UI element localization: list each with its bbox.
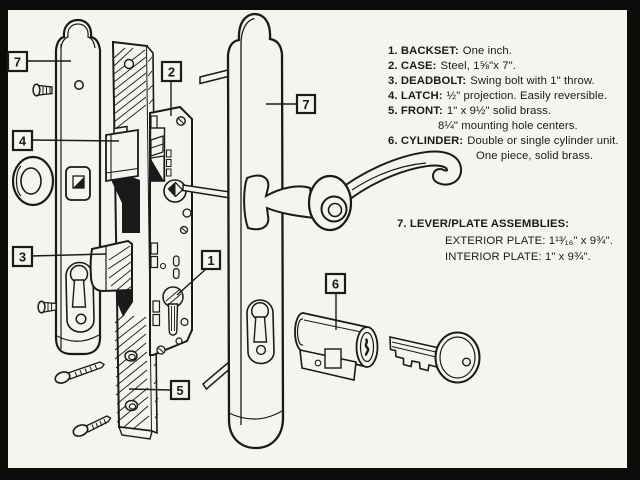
spec-cylinder-cont-desc: One piece, solid brass. xyxy=(476,150,594,162)
callout-1: 1 xyxy=(176,249,222,296)
callout-5-number: 5 xyxy=(176,383,183,398)
spec-cylinder-desc: Double or single cylinder unit. xyxy=(467,135,619,147)
spec-exterior-plate: EXTERIOR PLATE: 1¹³⁄₁₆" x 9¾". xyxy=(445,235,613,247)
spec-deadbolt: 3. DEADBOLT:Swing bolt with 1" throw. xyxy=(388,75,595,88)
spec-cylinder-label: 6. CYLINDER: xyxy=(388,135,464,147)
latch-drawing xyxy=(105,125,139,183)
exterior-plate-drawing xyxy=(226,12,285,450)
spec-deadbolt-label: 3. DEADBOLT: xyxy=(388,75,467,87)
callout-7-interior-number: 7 xyxy=(14,55,21,70)
spec-front-label: 5. FRONT: xyxy=(388,105,443,117)
spec-front: 5. FRONT:1" x 9½" solid brass. xyxy=(388,105,551,118)
spec-deadbolt-desc: Swing bolt with 1" throw. xyxy=(470,75,595,87)
spec-front-cont: 8¼" mounting hole centers. xyxy=(438,120,578,133)
shadow-openings xyxy=(112,170,140,317)
callout-2: 2 xyxy=(160,60,183,116)
spec-latch-desc: ½" projection. Easily reversible. xyxy=(446,90,608,102)
spec-front-desc: 1" x 9½" solid brass. xyxy=(446,105,552,117)
callout-1-number: 1 xyxy=(207,253,214,268)
paper-background xyxy=(8,10,627,468)
spec-case-label: 2. CASE: xyxy=(388,60,437,72)
callout-6-number: 6 xyxy=(332,277,339,292)
spec-latch-label: 4. LATCH: xyxy=(388,90,443,102)
callout-4: 4 xyxy=(11,129,120,152)
spec-assemblies-heading: 7. LEVER/PLATE ASSEMBLIES: xyxy=(397,218,570,230)
spec-backset: 1. BACKSET:One inch. xyxy=(388,45,512,58)
mortise-case-drawing xyxy=(149,105,193,356)
callout-7-exterior: 7 xyxy=(266,93,317,115)
lever-drawing xyxy=(243,150,463,232)
spec-cylinder: 6. CYLINDER:Double or single cylinder un… xyxy=(388,135,619,148)
callout-7-interior: 7 xyxy=(6,50,71,73)
interior-lever-stub xyxy=(11,155,55,207)
callout-7-exterior-number: 7 xyxy=(302,97,309,112)
spec-cylinder-cont: One piece, solid brass. xyxy=(476,150,593,163)
wood-screw-lower xyxy=(72,415,112,437)
spec-front-cont-desc: 8¼" mounting hole centers. xyxy=(438,120,578,132)
interior-plate-drawing xyxy=(54,18,102,356)
spec-interior-plate: INTERIOR PLATE: 1" x 9¾". xyxy=(445,251,591,263)
callout-3: 3 xyxy=(11,245,107,268)
callout-4-number: 4 xyxy=(19,134,27,149)
spec-backset-label: 1. BACKSET: xyxy=(388,45,459,57)
spec-latch: 4. LATCH:½" projection. Easily reversibl… xyxy=(388,90,607,103)
wood-screw-upper xyxy=(54,361,105,384)
callout-2-number: 2 xyxy=(168,65,175,80)
key-drawing xyxy=(389,331,481,384)
spec-backset-desc: One inch. xyxy=(462,45,513,57)
callout-3-number: 3 xyxy=(19,250,26,265)
machine-screw-bottom xyxy=(37,300,57,314)
cylinder-drawing xyxy=(294,312,379,381)
callout-6: 6 xyxy=(324,272,347,330)
machine-screw-top xyxy=(32,83,53,97)
spec-case-desc: Steel, 1⅝"x 7". xyxy=(440,60,516,72)
spec-case: 2. CASE:Steel, 1⅝"x 7". xyxy=(388,60,516,73)
callout-5: 5 xyxy=(128,379,191,401)
